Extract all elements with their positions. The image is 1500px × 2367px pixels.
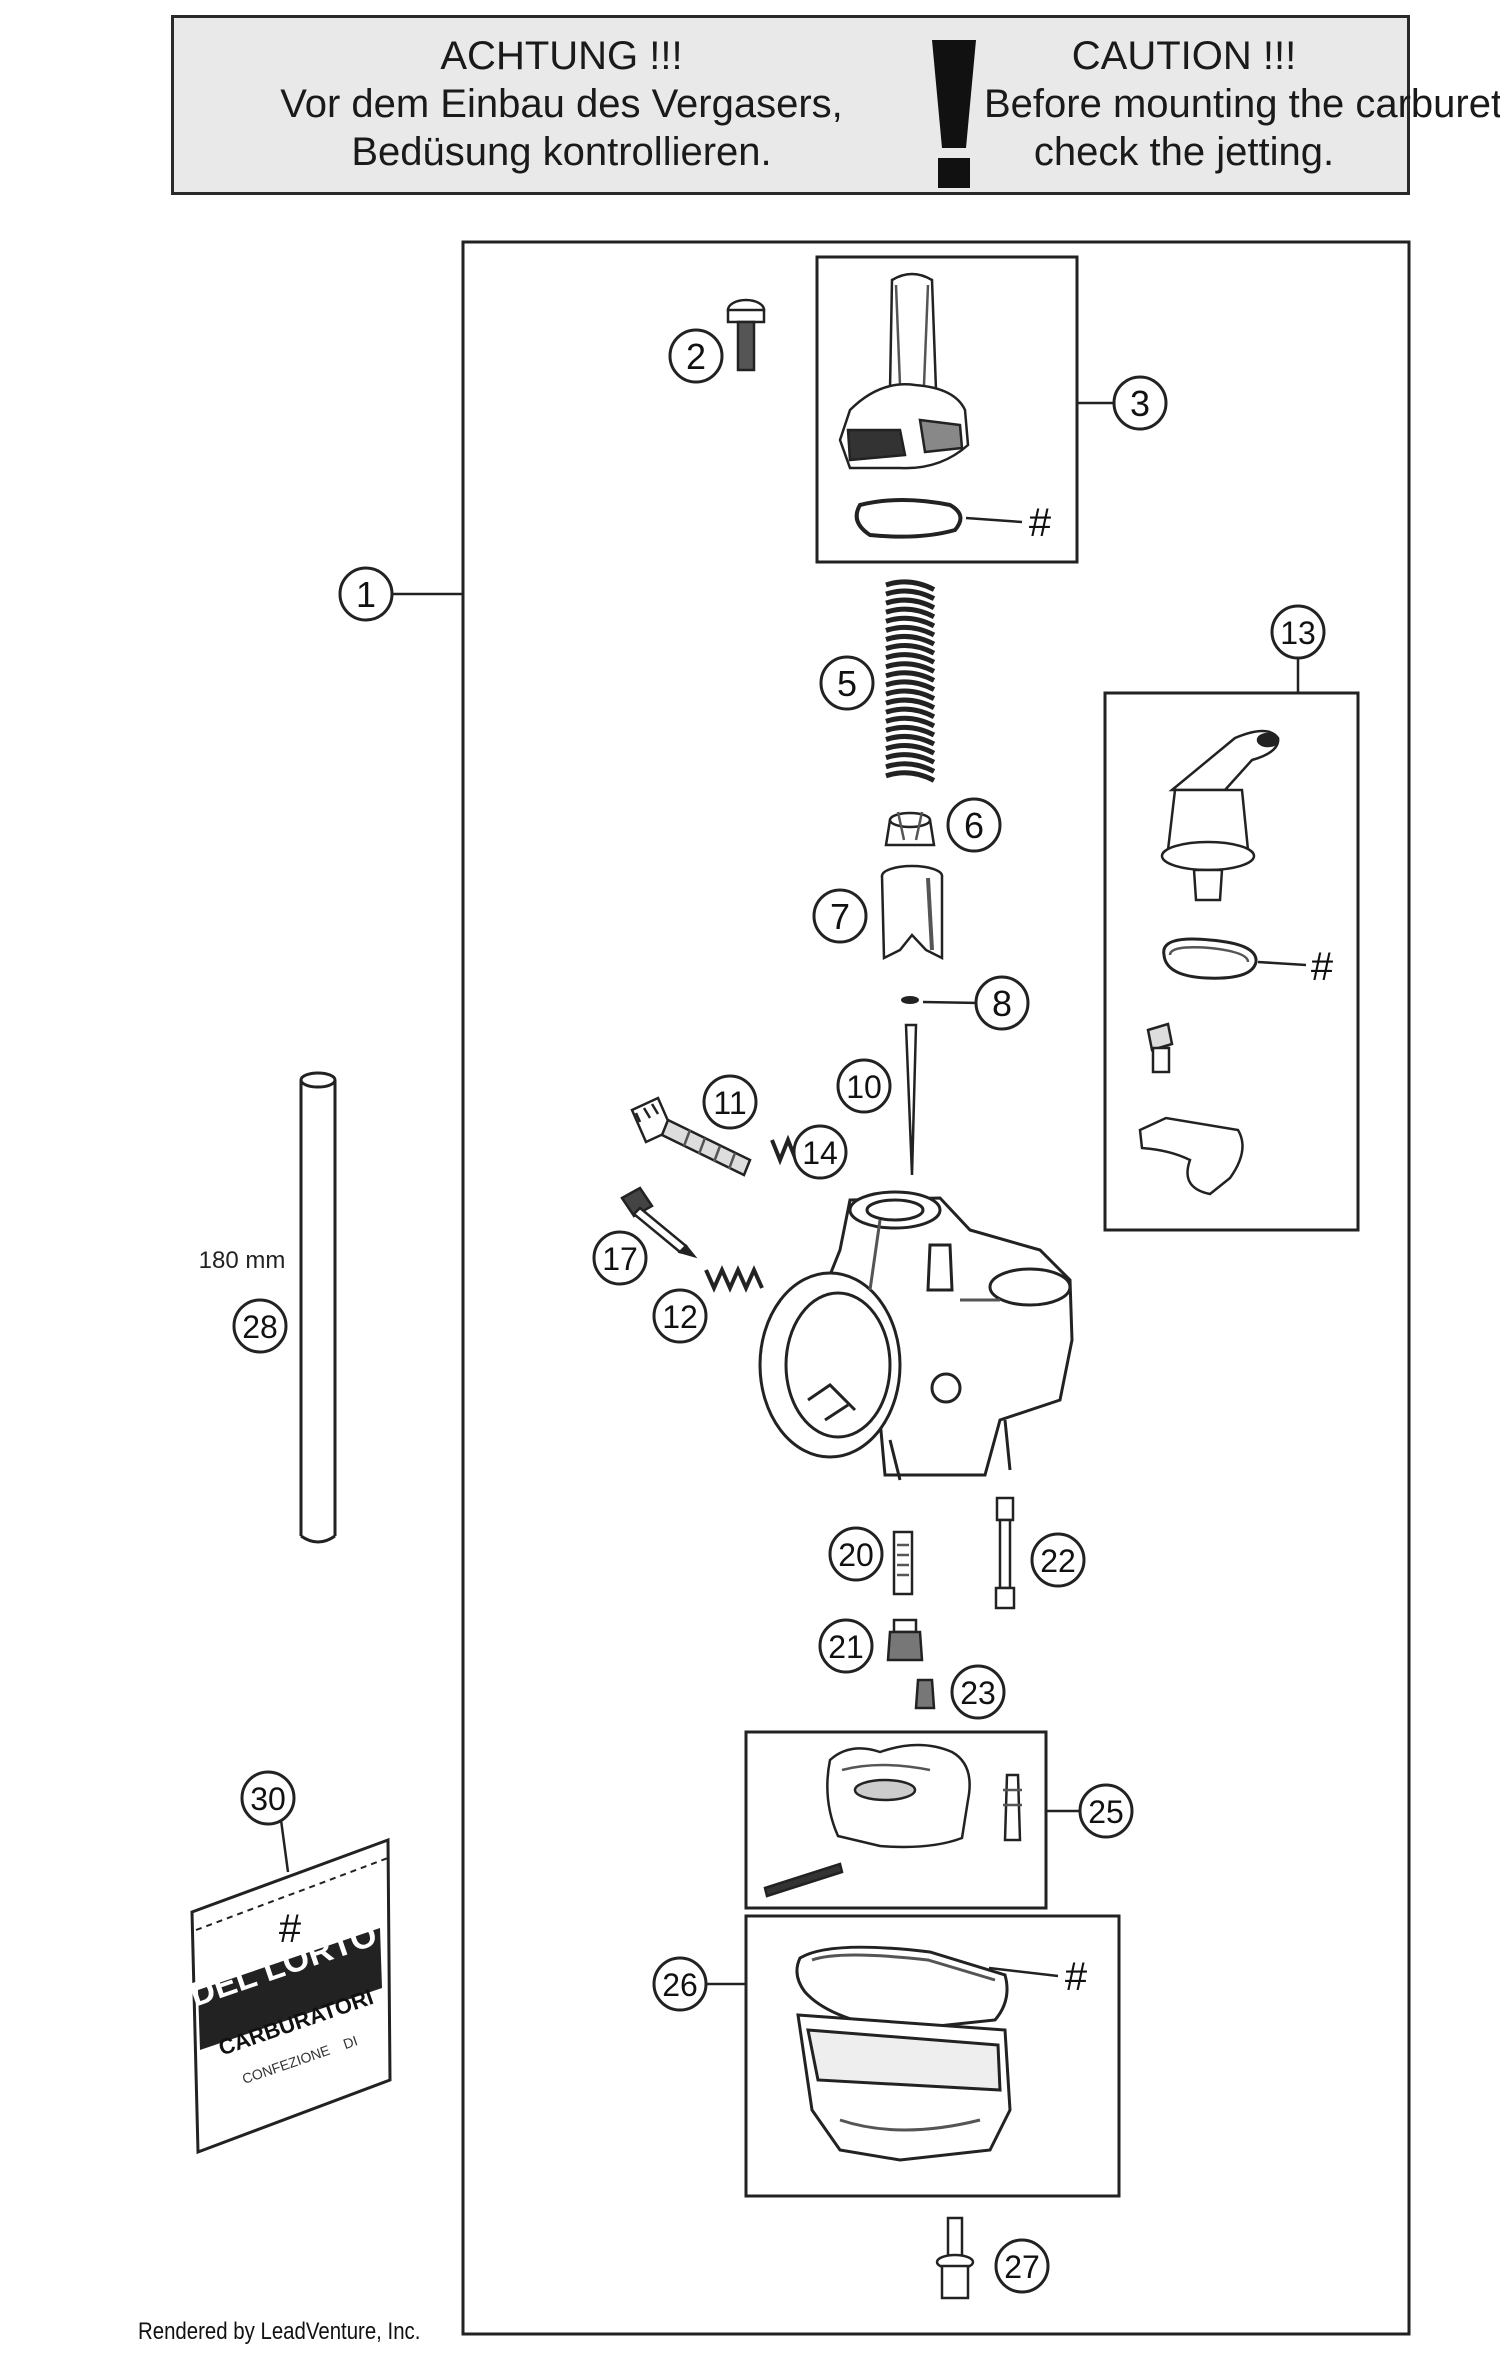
caution-banner: ACHTUNG !!! Vor dem Einbau des Vergasers…: [171, 15, 1500, 195]
part-17-mixture-screw-icon: [620, 1186, 698, 1259]
warning-en-title: CAUTION !!!: [1071, 34, 1297, 78]
hose-length-label: 180 mm: [199, 1247, 286, 1274]
callout-21-label: 21: [828, 1629, 864, 1665]
part-26-float-bowl-icon: [795, 1945, 1012, 2162]
callout-23-label: 23: [960, 1675, 996, 1711]
box-part-3: [815, 255, 1079, 564]
warning-de-line1: Vor dem Einbau des Vergasers,: [280, 82, 843, 126]
callout-26-label: 26: [662, 1967, 698, 2003]
callout-17-label: 17: [602, 1241, 638, 1277]
carburetor-body-icon: [758, 1190, 1074, 1481]
jet-kit-line2: DI: [341, 2032, 359, 2052]
callout-17: [592, 1230, 648, 1286]
callout-11-label: 11: [713, 1085, 746, 1121]
part-10-jet-needle-icon: [904, 1023, 918, 1176]
part-8-needle-clip-icon: [901, 996, 919, 1004]
callout-8-label: 8: [992, 983, 1012, 1024]
callout-5: [819, 655, 875, 711]
hash-mark-bowl-gasket: #: [1065, 1955, 1088, 1999]
part-30-jet-kit-icon: [190, 1837, 392, 2155]
box-part-26: [744, 1914, 1121, 2198]
part-25-float-icon: [763, 1743, 1022, 1898]
callout-20-label: 20: [838, 1537, 874, 1573]
assembly-frame: [461, 240, 1411, 2336]
hash-mark-jet-kit: #: [279, 1907, 302, 1951]
part-11-idle-screw-icon: [630, 1096, 752, 1177]
callout-25: [1078, 1783, 1134, 1839]
render-credit: Rendered by LeadVenture, Inc.: [138, 2318, 421, 2345]
callout-1: [338, 566, 394, 622]
part-27-bolt-icon: [935, 2216, 975, 2300]
callout-8: [974, 975, 1030, 1031]
callout-12: [652, 1288, 708, 1344]
callout-28-label: 28: [242, 1309, 278, 1345]
warning-de-title: ACHTUNG !!!: [440, 34, 683, 78]
warning-german: ACHTUNG !!! Vor dem Einbau des Vergasers…: [184, 32, 939, 176]
callout-1-label: 1: [356, 574, 376, 615]
callout-2-label: 2: [686, 336, 706, 377]
callout-14: [792, 1124, 848, 1180]
part-20-emulsion-tube-icon: [892, 1530, 914, 1596]
callout-12-label: 12: [662, 1299, 698, 1335]
part-3-top-cap-icon: [838, 272, 970, 539]
part-23-idle-jet-icon: [914, 1678, 936, 1710]
callout-13: [1270, 604, 1326, 660]
warning-de-line2: Bedüsung kontrollieren.: [351, 130, 772, 174]
part-28-hose-icon: [299, 1071, 337, 1544]
callout-3: [1112, 375, 1168, 431]
callout-14-label: 14: [802, 1135, 838, 1171]
callout-5-label: 5: [837, 663, 857, 704]
callout-6-label: 6: [964, 805, 984, 846]
part-22-jet-icon: [994, 1496, 1016, 1610]
callout-11: [702, 1074, 758, 1130]
exclamation-icon: [926, 40, 982, 190]
hash-mark-cap-gasket: #: [1029, 501, 1052, 545]
callout-30-label: 30: [250, 1781, 286, 1817]
callout-27-label: 27: [1004, 2249, 1040, 2285]
box-part-25: [744, 1730, 1048, 1910]
part-7-throttle-slide-icon: [880, 864, 944, 961]
callout-20: [828, 1526, 884, 1582]
part-21-main-jet-icon: [886, 1618, 924, 1662]
callout-10: [836, 1058, 892, 1114]
callout-3-label: 3: [1130, 383, 1150, 424]
part-6-clip-icon: [884, 811, 936, 847]
callout-25-label: 25: [1088, 1794, 1124, 1830]
callout-26: [652, 1956, 708, 2012]
part-12-spring-icon: [704, 1265, 764, 1293]
part-5-spring-icon: [885, 579, 936, 783]
callout-23: [950, 1664, 1006, 1720]
part-2-screw-icon: [726, 298, 766, 372]
callout-2: [668, 328, 724, 384]
callout-22: [1030, 1532, 1086, 1588]
callout-7: [812, 888, 868, 944]
callout-6: [946, 797, 1002, 853]
callout-30: [240, 1770, 296, 1826]
callout-27: [994, 2238, 1050, 2294]
part-13-choke-icon: [1138, 729, 1280, 1196]
leader-lines: [279, 401, 1307, 1986]
callout-10-label: 10: [846, 1069, 882, 1105]
warning-en-line2: check the jetting.: [1033, 130, 1335, 174]
hash-mark-choke-gasket: #: [1311, 945, 1334, 989]
callout-7-label: 7: [830, 896, 850, 937]
callout-22-label: 22: [1040, 1543, 1076, 1579]
box-part-13: [1103, 691, 1360, 1232]
callout-28: [232, 1298, 288, 1354]
callout-13-label: 13: [1280, 615, 1316, 651]
callout-21: [818, 1618, 874, 1674]
